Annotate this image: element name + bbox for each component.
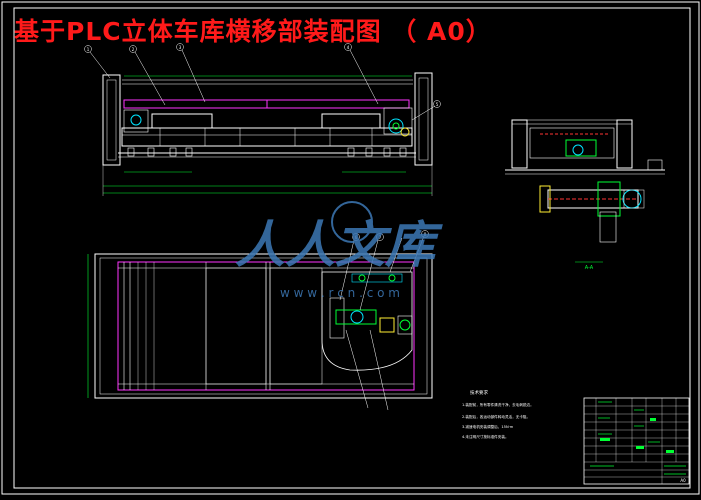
- drive-housing: [321, 271, 413, 371]
- notes-line: 1.装配前，所有零件清洗干净，去毛刺锐边。: [462, 402, 534, 407]
- balloon-label: 5: [436, 102, 439, 107]
- balloon-label: 3: [179, 45, 182, 50]
- watermark: 人人文库 w w w . r c n . c o m: [235, 201, 443, 300]
- side-column-left: [511, 119, 528, 169]
- watermark-url: w w w . r c n . c o m: [280, 286, 400, 300]
- title-block: A0: [583, 397, 690, 485]
- balloon-label: 1: [87, 47, 90, 52]
- side-column-right: [616, 119, 633, 169]
- technical-notes: 技术要求 1.装配前，所有零件清洗干净，去毛刺锐边。 2.装配后，各运动部件转动…: [462, 389, 534, 439]
- section-label: A-A: [585, 265, 594, 271]
- balloon-label: 2: [132, 47, 135, 52]
- drawing-title: 基于PLC立体车库横移部装配图 （ A0）: [14, 17, 492, 46]
- balloon-label: 7: [379, 235, 382, 240]
- balloon-label: 6: [355, 235, 358, 240]
- side-view: A-A: [505, 119, 665, 271]
- inner-sheet-border: [13, 7, 691, 489]
- plan-outline: [94, 253, 433, 399]
- balloon-label: 4: [347, 45, 350, 50]
- balloon-label: 8: [424, 232, 427, 237]
- front-view: [89, 49, 436, 196]
- plan-view: [87, 235, 433, 411]
- notes-line: 4.未注明尺寸按标准件安装。: [462, 434, 509, 439]
- notes-line: 2.装配后，各运动部件转动灵活，无卡阻。: [462, 414, 530, 419]
- watermark-logo-text: 人人文库: [235, 216, 443, 274]
- notes-line: 3.减速电机安装调整后，15N·m: [462, 424, 514, 429]
- trolley-frame: [121, 127, 413, 147]
- balloon-group: 1 2 3 4 5 6 7 8: [84, 43, 441, 241]
- left-column: [102, 74, 121, 166]
- title-block-code: A0: [680, 478, 686, 483]
- watermark-circle: [331, 201, 373, 243]
- notes-heading: 技术要求: [470, 389, 488, 396]
- right-column: [414, 72, 433, 166]
